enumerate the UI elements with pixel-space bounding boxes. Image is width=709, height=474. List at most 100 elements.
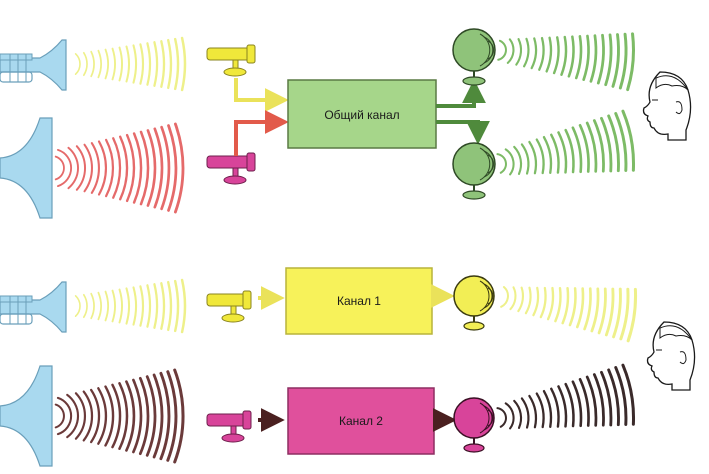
common-channel-box: Общий канал [287, 79, 437, 149]
sound-wave-arc [592, 119, 605, 173]
listener-head-icon [646, 321, 696, 391]
sound-wave-arc [607, 114, 620, 173]
sound-wave-arc [67, 146, 79, 190]
sound-wave-arc [139, 43, 145, 85]
sound-wave-arc [564, 382, 575, 428]
sound-wave-arc [528, 394, 538, 429]
sound-wave-arc [554, 287, 562, 323]
sound-wave-arc [166, 370, 178, 462]
sound-wave-arc [600, 370, 613, 427]
microphone-icon [206, 44, 256, 77]
sound-wave-arc [524, 286, 532, 315]
sound-wave-arc [146, 42, 152, 86]
sound-wave-arc [542, 135, 553, 174]
horn-icon [0, 117, 53, 219]
sound-wave-arc [515, 38, 523, 66]
sound-wave-arc [596, 33, 605, 85]
sound-wave-arc [550, 133, 560, 174]
sound-wave-arc [104, 48, 109, 80]
loudspeaker-sound-waves [500, 286, 638, 343]
sound-wave-arc [173, 368, 185, 464]
signal-arrow [436, 120, 490, 145]
channel-2-box: Канал 2 [287, 387, 435, 455]
trumpet-sound-waves [74, 278, 187, 334]
sound-wave-arc [513, 145, 523, 176]
sound-wave-arc [160, 282, 166, 330]
sound-wave-arc [585, 375, 598, 427]
loudspeaker-icon [453, 397, 495, 453]
sound-wave-arc [619, 287, 630, 341]
sound-wave-arc [160, 125, 171, 211]
sound-wave-arc [614, 112, 628, 172]
sound-wave-arc [539, 286, 547, 319]
sound-wave-arc [528, 140, 538, 175]
sound-wave-arc [611, 33, 620, 88]
sound-wave-arc [497, 39, 507, 61]
sound-wave-arc [545, 36, 553, 73]
sound-wave-arc [104, 385, 115, 447]
sound-wave-arc [132, 378, 143, 454]
sound-wave-arc [538, 36, 545, 71]
sound-wave-arc [90, 292, 95, 320]
sound-wave-arc [600, 116, 613, 173]
sound-wave-arc [520, 397, 530, 429]
sound-wave-arc [97, 387, 108, 445]
sound-wave-arc [160, 40, 166, 88]
sound-wave-arc [560, 35, 568, 76]
sound-wave-arc [112, 137, 122, 199]
sound-wave-arc [542, 389, 553, 428]
sound-wave-arc [578, 123, 590, 173]
sound-wave-arc [513, 399, 523, 430]
sound-wave-arc [575, 287, 585, 329]
sound-wave-arc [583, 287, 592, 331]
sound-wave-arc [167, 280, 173, 332]
sound-wave-arc [500, 286, 509, 308]
sound-wave-arc [173, 279, 180, 333]
sound-wave-arc [614, 366, 628, 426]
sound-wave-arc [552, 36, 560, 75]
sound-wave-arc [504, 402, 515, 430]
microphone-icon [206, 152, 256, 185]
sound-wave-arc [535, 392, 545, 429]
sound-wave-arc [509, 286, 517, 311]
sound-wave-arc [82, 390, 94, 442]
sound-wave-arc [173, 122, 185, 214]
sound-wave-arc [97, 291, 102, 321]
sound-wave-arc [119, 135, 129, 201]
sound-wave-arc [82, 51, 88, 77]
sound-wave-arc [568, 287, 577, 327]
horn-sound-waves [54, 368, 185, 464]
sound-wave-arc [139, 130, 150, 206]
listener-head-icon [642, 71, 692, 141]
sound-wave-arc [125, 287, 131, 325]
trumpet-icon [0, 39, 67, 91]
sound-wave-arc [626, 32, 635, 92]
loudspeaker-sound-waves [496, 363, 636, 430]
sound-wave-arc [590, 287, 600, 333]
sound-wave-arc [139, 285, 145, 327]
sound-wave-arc [97, 140, 108, 196]
sound-wave-arc [104, 138, 114, 198]
sound-wave-arc [82, 293, 88, 319]
sound-wave-arc [180, 278, 187, 334]
sound-wave-arc [90, 142, 100, 194]
sound-wave-arc [125, 45, 130, 83]
sound-wave-arc [118, 382, 129, 450]
loudspeaker-sound-waves [496, 109, 636, 176]
sound-wave-arc [153, 283, 159, 329]
sound-wave-arc [546, 286, 555, 321]
sound-wave-arc [561, 287, 570, 325]
sound-wave-arc [118, 288, 123, 324]
sound-wave-arc [167, 124, 178, 212]
sound-wave-arc [74, 53, 81, 75]
sound-wave-arc [571, 126, 583, 174]
sound-wave-arc [132, 132, 143, 204]
sound-wave-arc [104, 290, 109, 322]
signal-arrow [436, 79, 486, 108]
sound-wave-arc [506, 38, 515, 64]
sound-wave-arc [557, 131, 568, 174]
channel-1-label: Канал 1 [337, 294, 381, 308]
sound-wave-arc [517, 286, 525, 313]
channel-2-label: Канал 2 [339, 414, 383, 428]
